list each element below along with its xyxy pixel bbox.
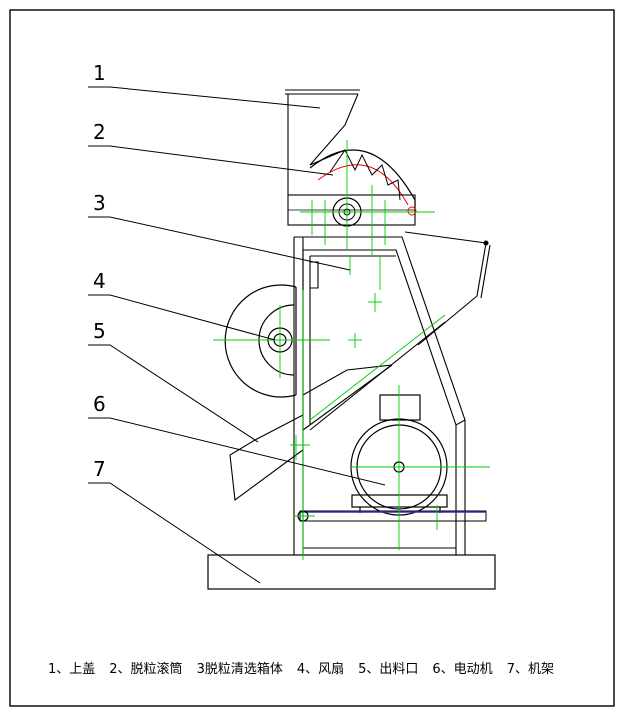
callout-1: 1 <box>93 61 106 85</box>
leader-line-3 <box>88 216 351 271</box>
callout-2: 2 <box>93 120 106 144</box>
legend-item-1: 1、上盖 <box>48 661 96 677</box>
drawing-frame <box>9 9 615 707</box>
top-cover-hopper <box>285 89 360 195</box>
legend-item-5: 5、出料口 <box>358 661 419 677</box>
legend-item-7: 7、机架 <box>506 661 554 677</box>
parts-legend: 1、上盖 2、脱粒滚筒 3脱粒清选箱体 4、风扇 5、出料口 6、电动机 7、机… <box>48 654 608 680</box>
legend-item-4: 4、风扇 <box>296 661 345 677</box>
leader-line-1 <box>88 86 321 109</box>
callout-5: 5 <box>93 319 106 343</box>
threshing-drum <box>287 149 417 227</box>
centerlines <box>213 140 490 560</box>
callout-7: 7 <box>93 457 106 481</box>
side-cover-arm <box>404 231 491 346</box>
fan <box>224 284 297 398</box>
leader-line-5 <box>88 344 259 443</box>
callout-6: 6 <box>93 392 106 416</box>
callout-3: 3 <box>93 191 106 215</box>
leader-lines <box>88 86 386 584</box>
leader-line-7 <box>88 482 261 584</box>
legend-item-2: 2、脱粒滚筒 <box>109 661 183 677</box>
leader-line-4 <box>88 294 276 341</box>
motor-base <box>297 510 487 522</box>
leader-line-6 <box>88 417 386 486</box>
legend-item-6: 6、电动机 <box>432 661 493 677</box>
leader-line-2 <box>88 145 334 176</box>
discharge-outlet <box>229 364 393 502</box>
base-platform <box>207 554 496 590</box>
sieve-line <box>309 321 446 431</box>
callout-4: 4 <box>93 269 106 293</box>
legend-item-3: 3脱粒清选箱体 <box>196 661 283 677</box>
